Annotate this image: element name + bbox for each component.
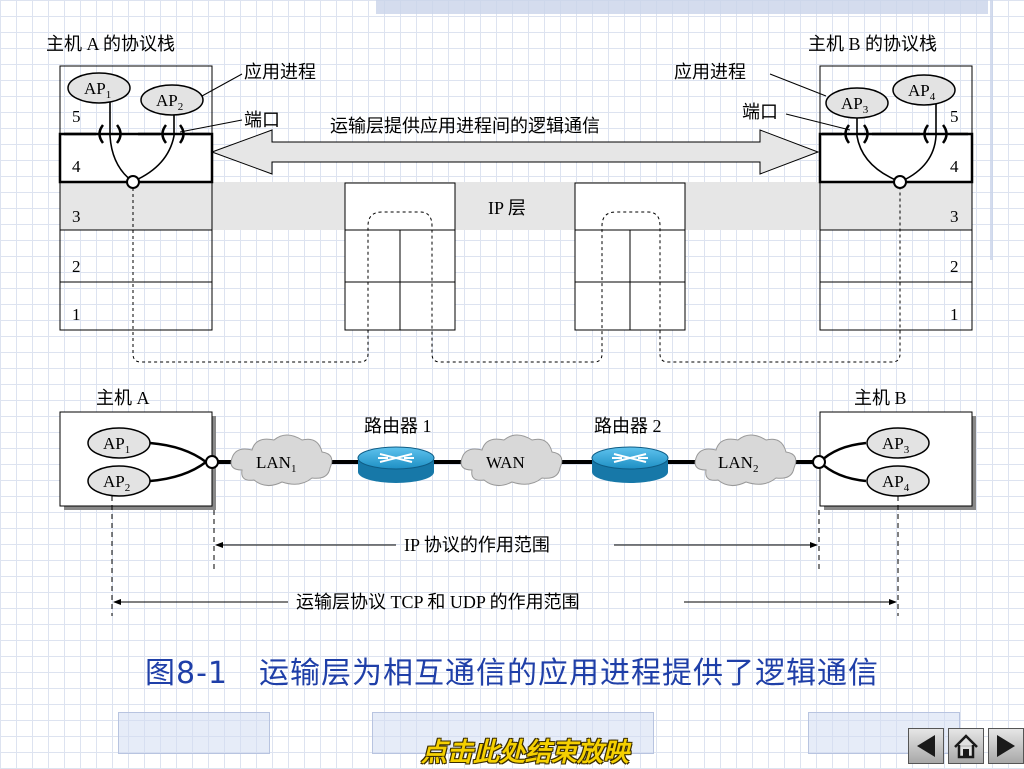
process-ap1-bottom: AP1: [87, 427, 151, 459]
host-a-links: [149, 441, 207, 483]
svg-text:AP1: AP1: [84, 79, 111, 101]
triangle-right-icon: [997, 735, 1015, 757]
transport-note: 运输层提供应用进程间的逻辑通信: [330, 116, 600, 136]
host-b-stack: [818, 65, 974, 331]
lan-1-cloud: LAN1: [230, 434, 333, 486]
host-b-network-port: [812, 455, 826, 469]
router-2-icon: [591, 446, 669, 483]
home-button[interactable]: [948, 728, 984, 764]
transport-scope-label: 运输层协议 TCP 和 UDP 的作用范围: [296, 592, 580, 612]
host-a-stack-title: 主机 A 的协议栈: [46, 34, 175, 54]
header-decoration: [376, 0, 988, 14]
host-a-stack: [58, 65, 214, 331]
ip-layer-label: IP 层: [488, 198, 526, 218]
router-2-stack: [574, 182, 686, 331]
layer-3-b: 3: [950, 207, 959, 226]
process-ap2-bottom: AP2: [87, 465, 151, 497]
layer-4-b: 4: [950, 157, 959, 176]
process-ap3-top: AP3: [825, 87, 889, 119]
svg-text:AP1: AP1: [103, 434, 130, 456]
wan-cloud: WAN: [460, 434, 563, 486]
router-1-label: 路由器 1: [364, 416, 432, 436]
app-process-label-left: 应用进程: [244, 62, 316, 82]
port-label-right: 端口: [742, 102, 778, 122]
host-b-label: 主机 B: [854, 388, 907, 408]
right-edge-decoration: [990, 0, 993, 260]
footer-decoration-left: [118, 712, 270, 754]
app-process-label-right: 应用进程: [674, 62, 746, 82]
router-1-icon: [357, 446, 435, 483]
host-a-transport-port: [126, 175, 140, 189]
svg-text:WAN: WAN: [486, 453, 525, 472]
host-b-stack-title: 主机 B 的协议栈: [808, 34, 937, 54]
layer-5-b: 5: [950, 107, 959, 126]
process-ap4-top: AP4: [892, 74, 956, 106]
svg-text:LAN2: LAN2: [718, 453, 758, 475]
home-icon: [954, 734, 978, 759]
end-slideshow-link[interactable]: 点击此处结束放映: [420, 738, 629, 768]
layer-4-a: 4: [72, 157, 81, 176]
port-label-left: 端口: [244, 110, 280, 130]
process-ap4-bottom: AP4: [866, 465, 930, 497]
host-b-ports: [822, 98, 968, 182]
layer-3-a: 3: [72, 207, 81, 226]
next-slide-button[interactable]: [988, 728, 1024, 764]
svg-text:AP2: AP2: [103, 472, 130, 494]
footer-decoration-mid: [372, 712, 654, 754]
svg-text:AP3: AP3: [841, 94, 869, 116]
svg-text:AP4: AP4: [882, 472, 910, 494]
layer-2-b: 2: [950, 257, 959, 276]
logical-communication-arrow: [210, 129, 820, 175]
router-2-label: 路由器 2: [594, 416, 662, 436]
layer-5-a: 5: [72, 107, 81, 126]
host-a-label: 主机 A: [96, 388, 150, 408]
host-b-transport-port: [893, 175, 907, 189]
svg-text:AP4: AP4: [908, 81, 936, 103]
svg-text:LAN1: LAN1: [256, 453, 296, 475]
svg-text:AP2: AP2: [156, 91, 183, 113]
svg-text:AP3: AP3: [882, 434, 910, 456]
host-a-box: [59, 411, 213, 507]
lan-2-cloud: LAN2: [694, 434, 797, 486]
router-1-stack: [344, 182, 456, 331]
previous-slide-button[interactable]: [908, 728, 944, 764]
layer-1-a: 1: [72, 305, 81, 324]
host-a-network-port: [205, 455, 219, 469]
layer-2-a: 2: [72, 257, 81, 276]
process-ap2-top: AP2: [140, 84, 204, 116]
triangle-left-icon: [917, 735, 935, 757]
ip-scope-label: IP 协议的作用范围: [404, 535, 550, 555]
layer-1-b: 1: [950, 305, 959, 324]
data-path: [132, 188, 901, 363]
figure-caption: 图8-1 运输层为相互通信的应用进程提供了逻辑通信: [145, 656, 879, 691]
process-ap1-top: AP1: [67, 72, 131, 104]
process-ap3-bottom: AP3: [866, 427, 930, 459]
